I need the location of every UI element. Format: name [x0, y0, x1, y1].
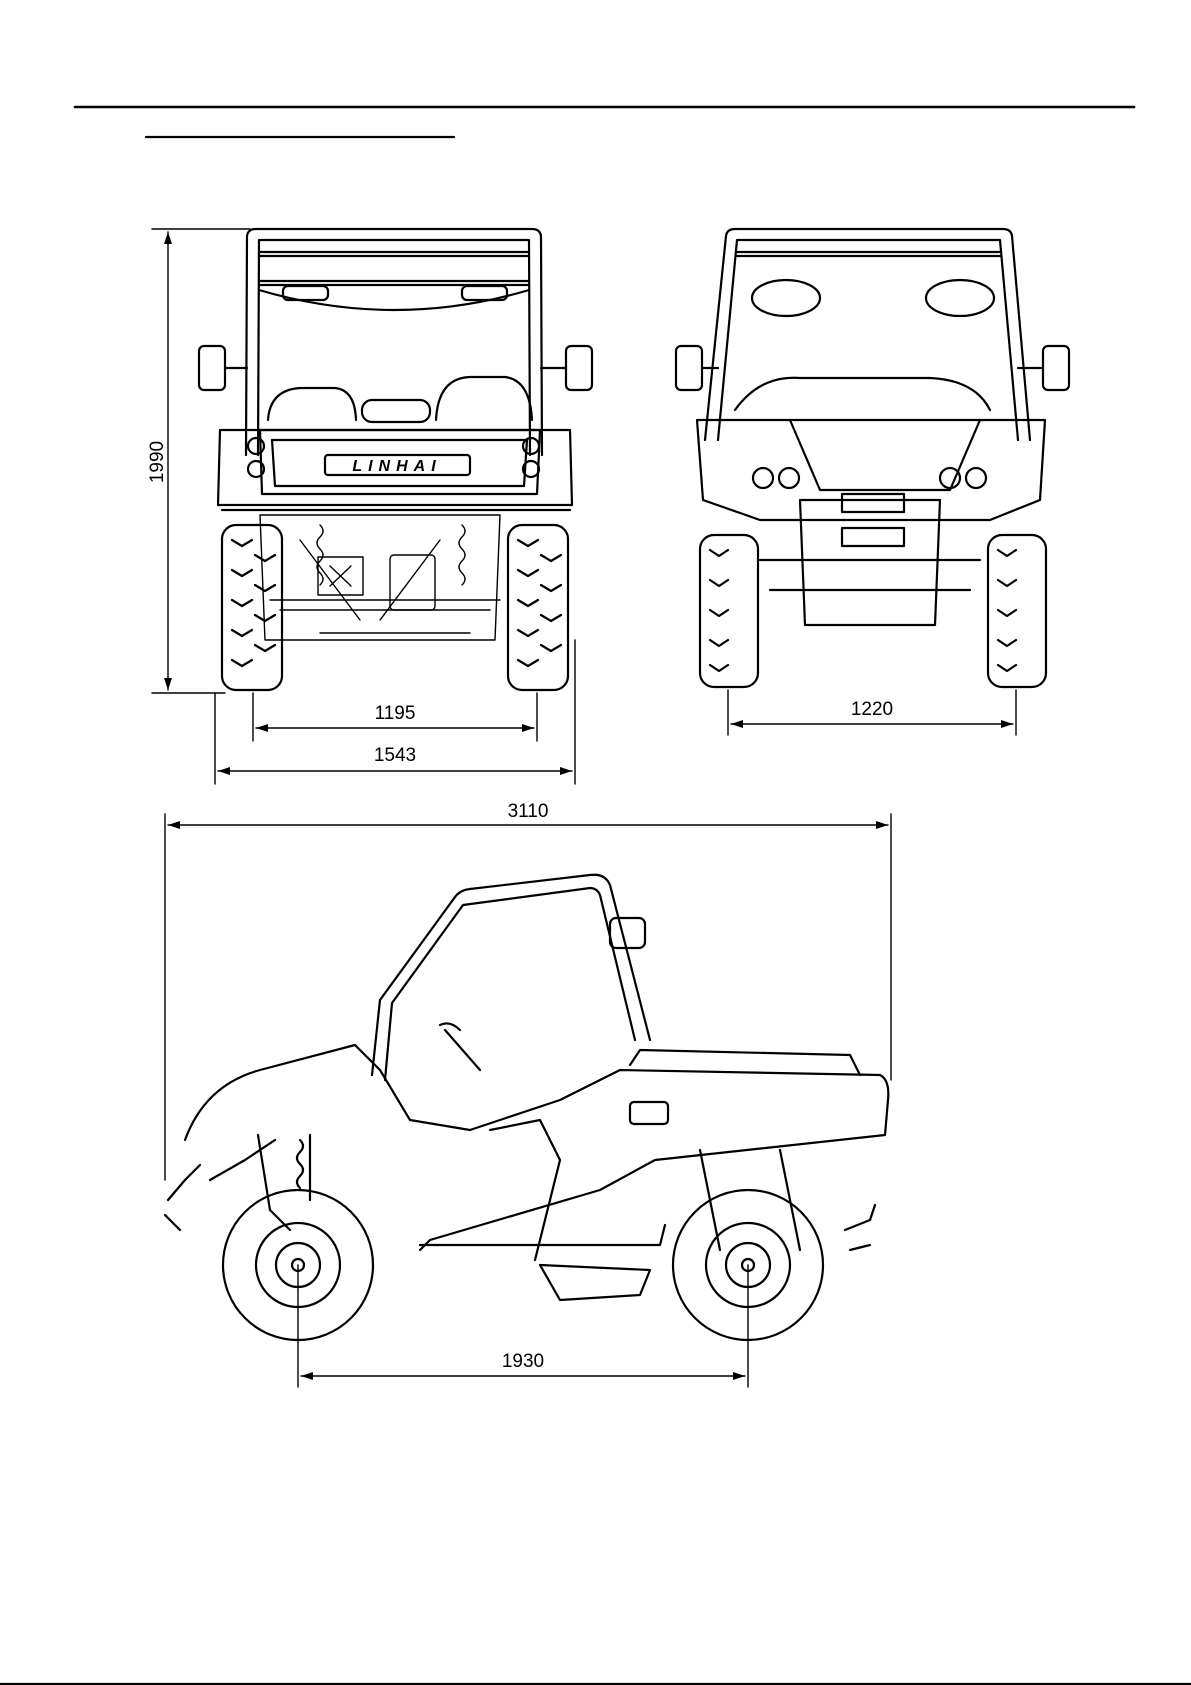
side-body	[165, 1023, 888, 1300]
front-right-wheel	[988, 535, 1046, 687]
side-roll-cage	[372, 875, 650, 1080]
dim-overall-length-label: 3110	[508, 801, 549, 822]
front-roll-cage	[705, 229, 1030, 440]
dim-wheelbase-label: 1930	[502, 1351, 544, 1372]
dim-wheelbase: 1930	[298, 1265, 748, 1387]
rear-left-wheel	[222, 525, 282, 690]
rear-badge: LINHAI	[352, 458, 441, 475]
front-view: 1220	[676, 229, 1069, 735]
rear-left-mirror	[199, 346, 225, 390]
dim-rear-track: 1195	[253, 693, 537, 741]
dim-overall-height-label: 1990	[147, 441, 168, 483]
front-right-mirror	[1043, 346, 1069, 390]
front-left-wheel	[700, 535, 758, 687]
dim-front-track: 1220	[728, 690, 1016, 735]
rear-undercarriage	[260, 515, 500, 640]
dim-overall-height: 1990	[147, 229, 250, 693]
front-body	[697, 378, 1045, 625]
rear-right-wheel	[508, 525, 568, 690]
rear-view: LINHAI	[147, 229, 592, 784]
side-view: 3110 1930	[165, 801, 891, 1387]
dim-rear-track-label: 1195	[375, 703, 416, 724]
front-left-mirror	[676, 346, 702, 390]
rear-right-mirror	[566, 346, 592, 390]
rear-seats	[268, 377, 532, 422]
dim-front-track-label: 1220	[851, 699, 893, 720]
dim-overall-width-label: 1543	[374, 745, 416, 766]
